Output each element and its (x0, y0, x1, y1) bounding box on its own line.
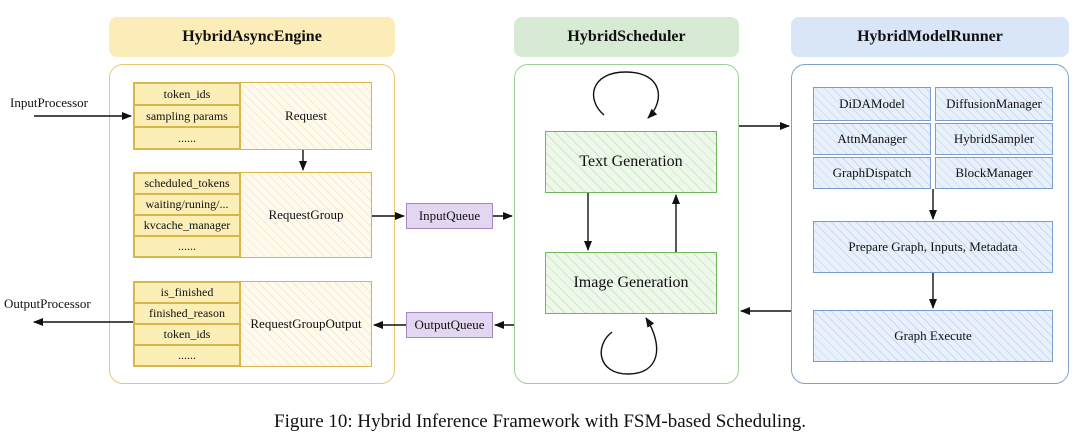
input-processor-label: InputProcessor (10, 95, 88, 110)
runner-module: DiffusionManager (935, 87, 1053, 121)
requestgroupoutput-label: RequestGroupOutput (240, 282, 371, 366)
output-processor-label: OutputProcessor (4, 296, 91, 311)
image-generation-state: Image Generation (545, 252, 717, 314)
requestgroup-field: waiting/runing/... (134, 194, 240, 215)
requestgroupoutput-fields: is_finished finished_reason token_ids ..… (134, 282, 240, 366)
runner-module: AttnManager (813, 123, 931, 155)
requestgroupoutput-box: is_finished finished_reason token_ids ..… (133, 281, 372, 367)
runner-title: HybridModelRunner (857, 28, 1003, 45)
runner-header: HybridModelRunner (791, 17, 1069, 57)
self-loop-text (592, 71, 660, 119)
input-queue: InputQueue (406, 203, 493, 229)
self-loop-image (600, 317, 658, 375)
text-generation-state: Text Generation (545, 131, 717, 193)
figure-caption: Figure 10: Hybrid Inference Framework wi… (274, 411, 806, 432)
requestgroupoutput-field: is_finished (134, 282, 240, 303)
engine-header: HybridAsyncEngine (109, 17, 395, 57)
requestgroup-label: RequestGroup (240, 173, 371, 257)
requestgroup-field: kvcache_manager (134, 215, 240, 236)
requestgroupoutput-field: token_ids (134, 324, 240, 345)
runner-module: DiDAModel (813, 87, 931, 121)
runner-module: BlockManager (935, 157, 1053, 189)
scheduler-panel (514, 64, 739, 384)
requestgroup-fields: scheduled_tokens waiting/runing/... kvca… (134, 173, 240, 257)
requestgroup-field: ...... (134, 236, 240, 257)
engine-title: HybridAsyncEngine (182, 28, 322, 45)
requestgroup-field: scheduled_tokens (134, 173, 240, 194)
requestgroupoutput-field: finished_reason (134, 303, 240, 324)
request-label: Request (240, 83, 371, 149)
scheduler-title: HybridScheduler (567, 28, 686, 45)
request-fields: token_ids sampling params ...... (134, 83, 240, 149)
request-field: ...... (134, 127, 240, 149)
request-field: sampling params (134, 105, 240, 127)
requestgroup-box: scheduled_tokens waiting/runing/... kvca… (133, 172, 372, 258)
graph-execute-box: Graph Execute (813, 310, 1053, 362)
request-field: token_ids (134, 83, 240, 105)
runner-module: GraphDispatch (813, 157, 931, 189)
requestgroupoutput-field: ...... (134, 345, 240, 366)
output-queue: OutputQueue (406, 312, 493, 338)
request-group-box: token_ids sampling params ...... Request (133, 82, 372, 150)
scheduler-header: HybridScheduler (514, 17, 739, 57)
runner-module: HybridSampler (935, 123, 1053, 155)
prepare-graph-box: Prepare Graph, Inputs, Metadata (813, 221, 1053, 273)
